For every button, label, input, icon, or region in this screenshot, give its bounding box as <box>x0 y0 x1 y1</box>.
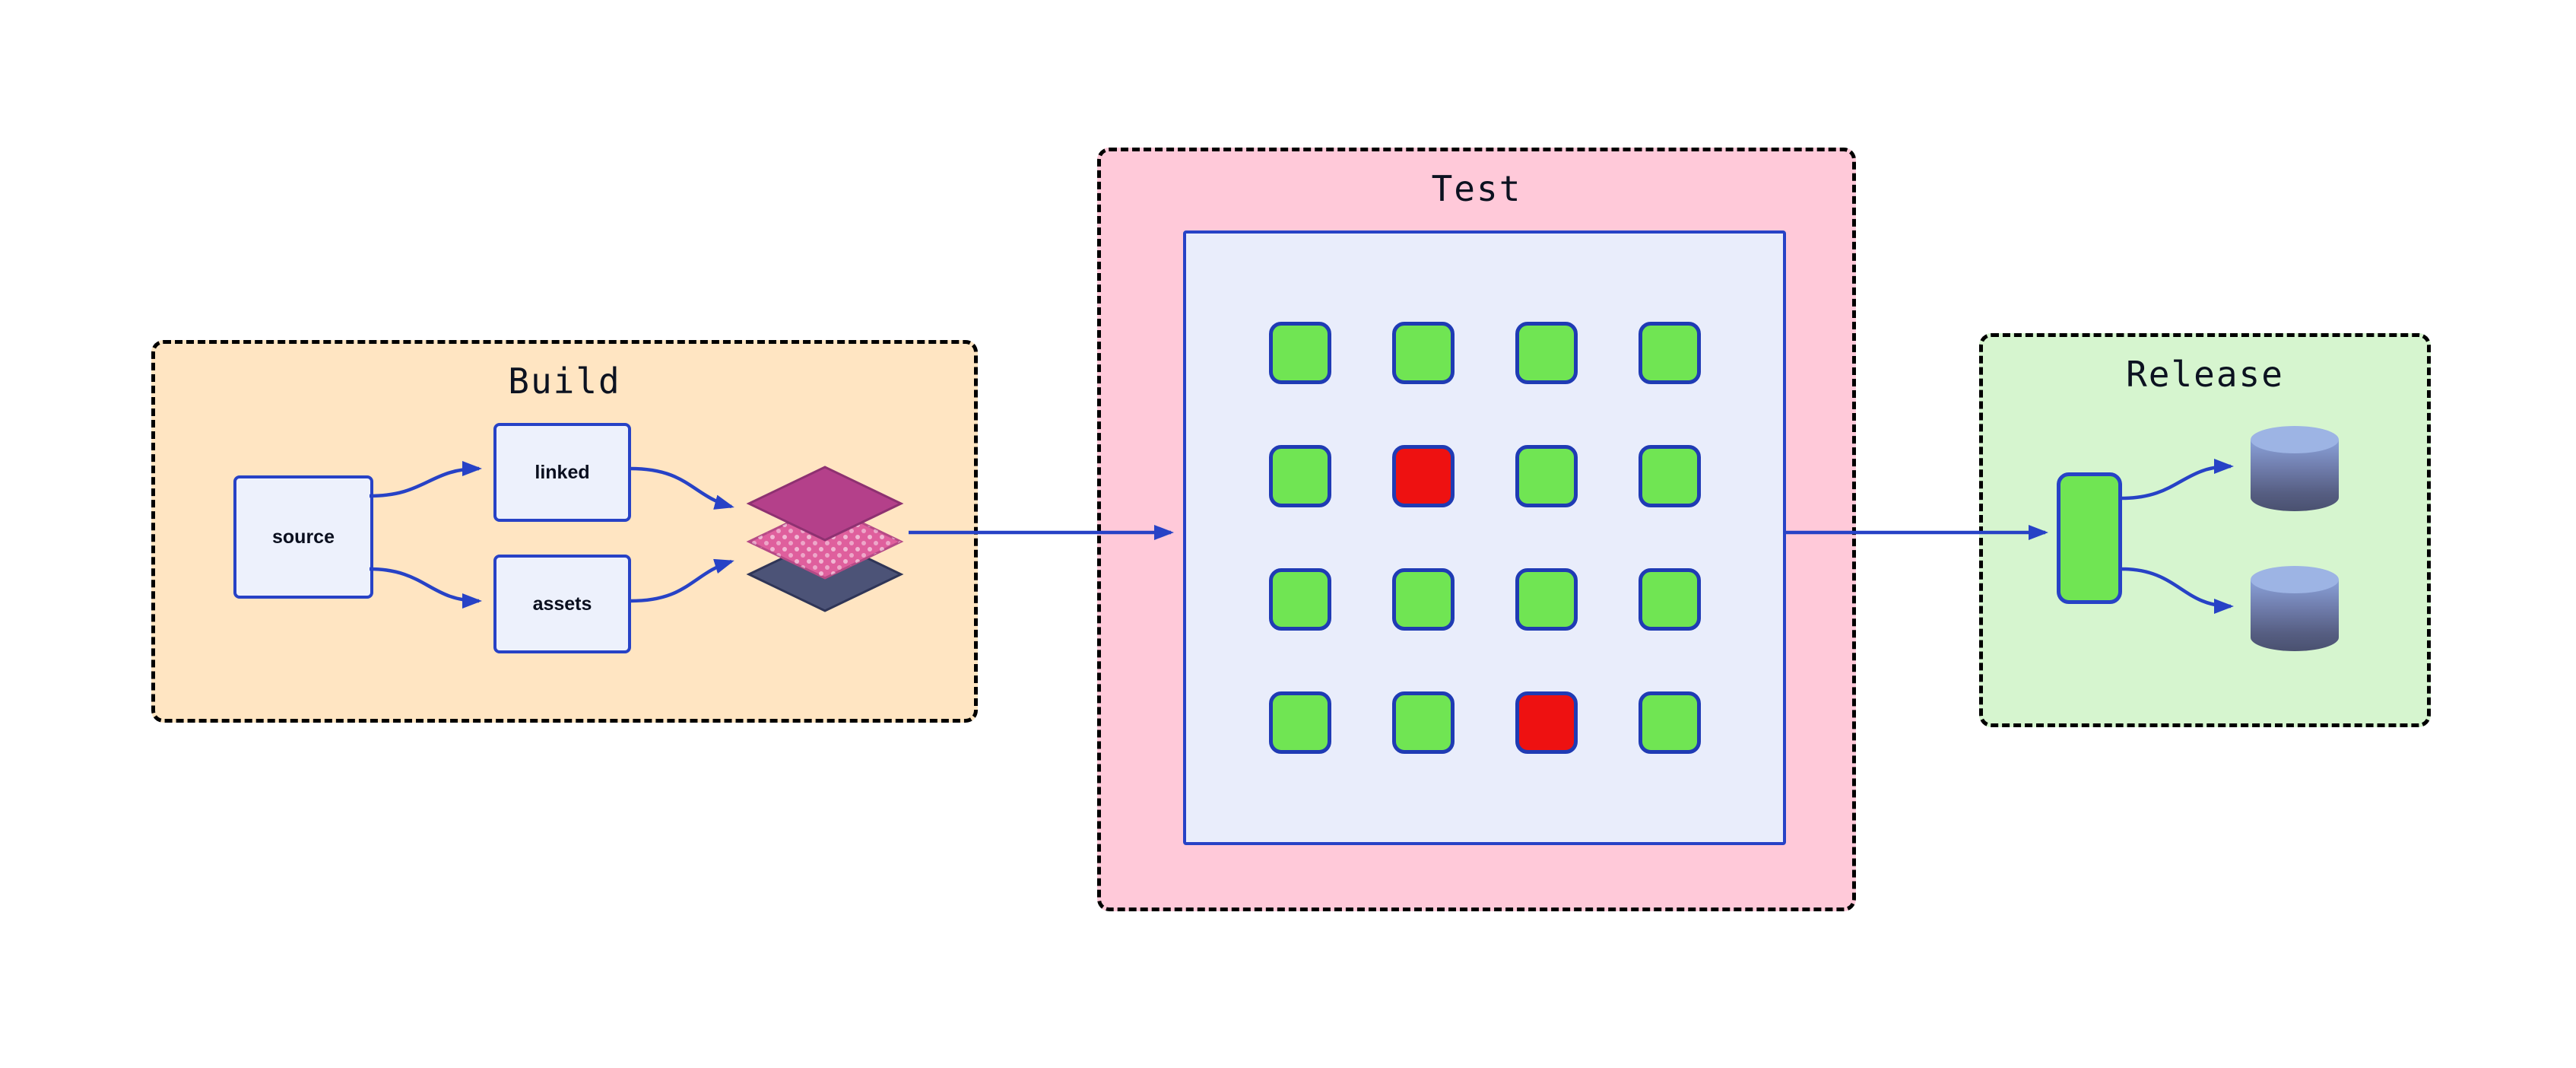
test-cell-green <box>1515 322 1578 384</box>
artifact-box-icon <box>2057 472 2122 604</box>
test-cell-green <box>1638 691 1701 754</box>
test-cell-green <box>1638 322 1701 384</box>
layers-stack-icon <box>746 466 904 612</box>
test-cell-green <box>1638 568 1701 631</box>
test-cell-green <box>1515 445 1578 507</box>
test-cell-green <box>1268 568 1331 631</box>
test-cell-green <box>1268 322 1331 384</box>
test-panel <box>1183 230 1786 845</box>
test-cell-green <box>1515 568 1578 631</box>
test-cell-green <box>1268 445 1331 507</box>
test-cell-red <box>1391 445 1455 507</box>
release-group-title: Release <box>2126 354 2284 395</box>
test-grid <box>1268 322 1701 754</box>
node-linked: linked <box>493 423 631 522</box>
test-group-title: Test <box>1431 168 1522 209</box>
test-cell-red <box>1515 691 1578 754</box>
test-cell-green <box>1391 322 1455 384</box>
node-source-label: source <box>272 526 335 548</box>
test-cell-green <box>1391 691 1455 754</box>
build-group-title: Build <box>508 361 621 402</box>
node-linked-label: linked <box>535 461 590 483</box>
database-icon <box>2251 426 2339 511</box>
test-cell-green <box>1268 691 1331 754</box>
release-group: Release <box>1979 333 2431 727</box>
database-icon <box>2251 566 2339 651</box>
node-source: source <box>233 475 373 599</box>
test-cell-green <box>1391 568 1455 631</box>
build-group: Build source linked assets <box>151 340 978 723</box>
node-assets-label: assets <box>532 593 592 615</box>
test-group: Test <box>1097 148 1856 911</box>
test-cell-green <box>1638 445 1701 507</box>
node-assets: assets <box>493 555 631 653</box>
